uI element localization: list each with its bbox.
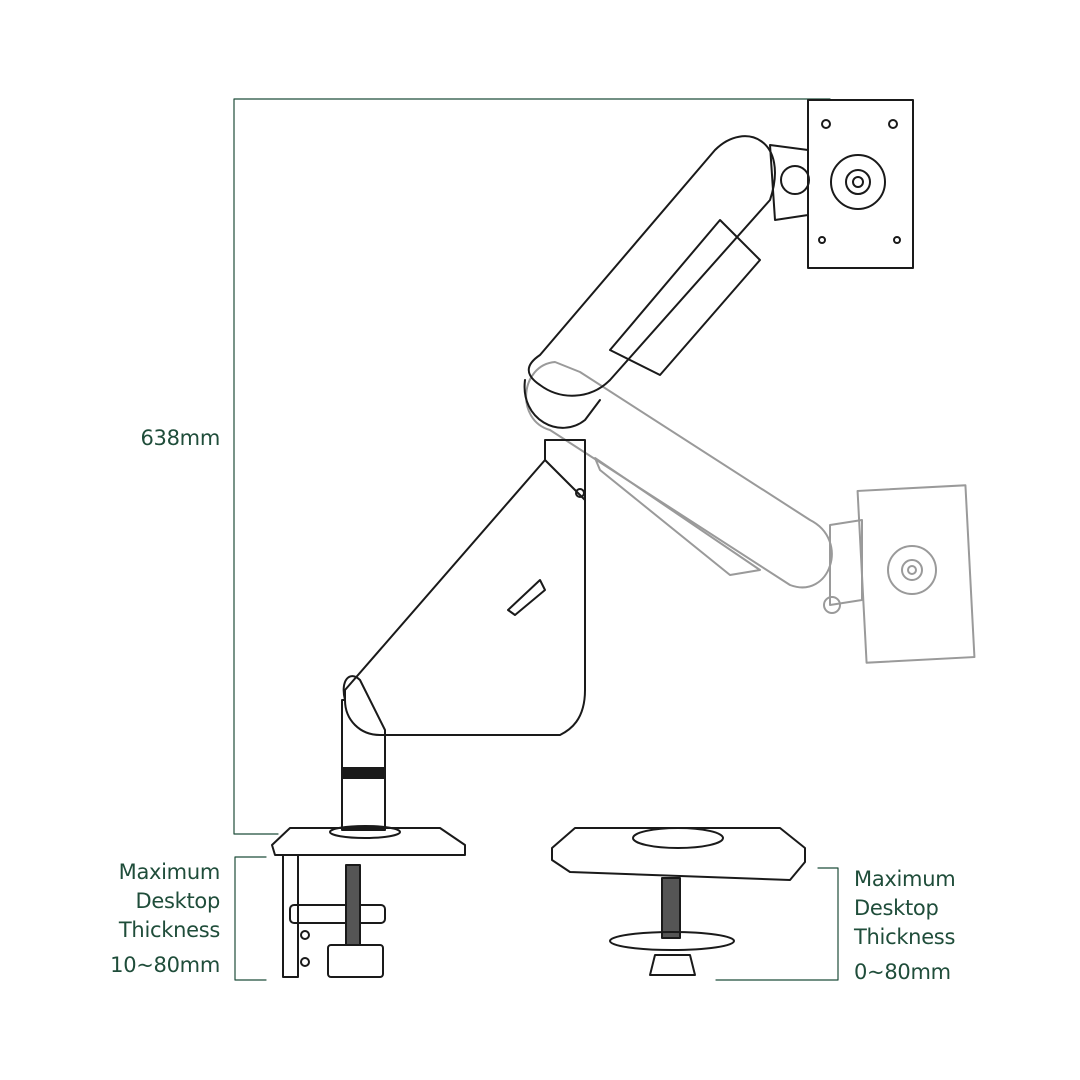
- ghost-mount-plate: [856, 484, 976, 664]
- clamp-base: [271, 825, 466, 978]
- vesa-plate: [807, 99, 914, 269]
- clamp-thickness-label: Maximum Desktop Thickness 10~80mm: [60, 858, 220, 980]
- clamp-label-line-3: Thickness: [118, 918, 220, 942]
- clamp-label-line-1: Maximum: [118, 860, 221, 884]
- grommet-base: [551, 827, 806, 976]
- grommet-label-line-1: Maximum: [854, 867, 956, 891]
- grommet-dimension-bracket: [715, 867, 839, 981]
- grommet-range: 0~80mm: [854, 960, 951, 984]
- grommet-label-line-2: Desktop: [854, 896, 939, 920]
- height-label: 638mm: [140, 426, 221, 450]
- clamp-label-line-2: Desktop: [135, 889, 220, 913]
- clamp-dimension-bracket: [234, 856, 267, 981]
- ghost-arm: [525, 361, 976, 664]
- grommet-thickness-label: Maximum Desktop Thickness 0~80mm: [854, 865, 1054, 987]
- grommet-label-line-3: Thickness: [854, 925, 956, 949]
- clamp-range: 10~80mm: [110, 953, 220, 977]
- height-dimension-line: [233, 98, 831, 835]
- main-arm: [341, 135, 810, 831]
